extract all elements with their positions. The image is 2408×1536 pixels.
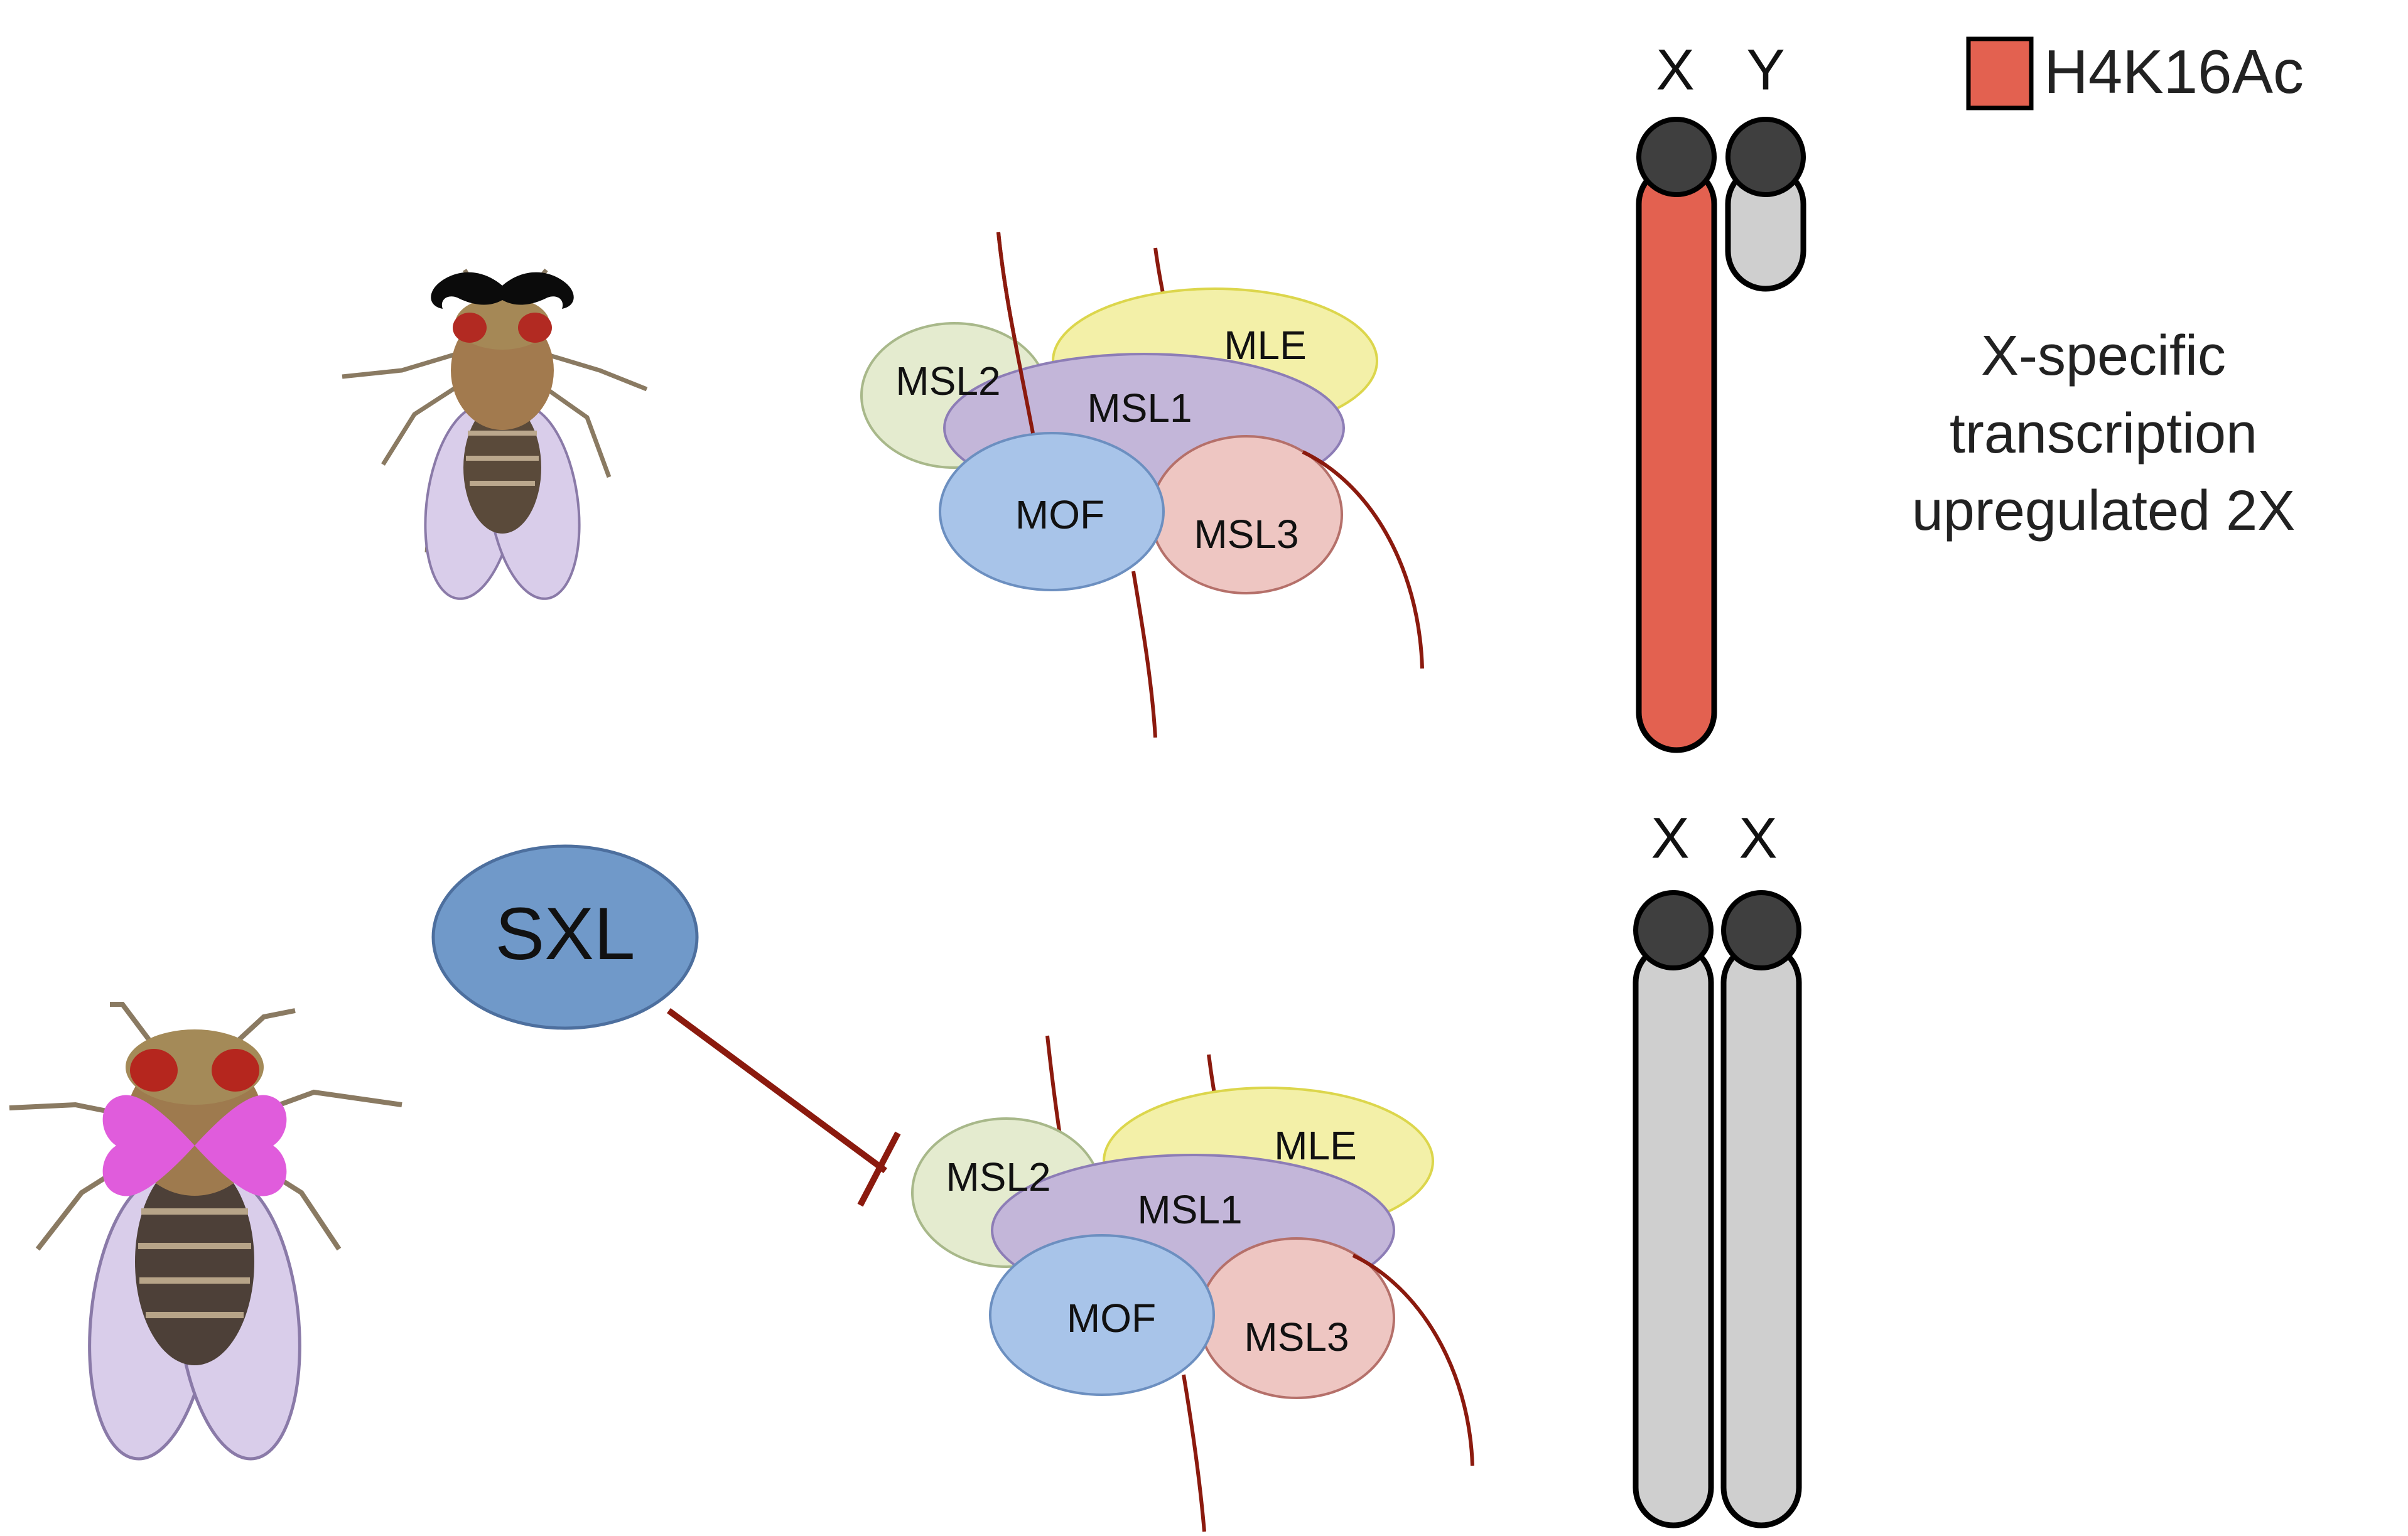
male-mle-label: MLE [1224,323,1307,368]
male-msl1-label: MSL1 [1087,385,1192,431]
female-fly-illustration [9,1002,402,1461]
male-msl2-label: MSL2 [895,358,1000,404]
heart-icon-left [102,1095,195,1196]
female-x-chromosome-label-2: X [1739,806,1777,870]
male-x-centromere [1636,117,1717,197]
male-fly-illustration [342,268,648,600]
male-mof-label: MOF [1015,492,1104,537]
male-fly-abdomen-stripes [466,431,539,486]
inhibition-bar [857,1131,901,1207]
caption-line-1: X-specific [1981,325,2226,387]
female-mof-label: MOF [1067,1296,1156,1341]
female-mle-label: MLE [1274,1123,1357,1168]
male-msl3-label: MSL3 [1194,512,1298,557]
male-x-chromosome-label: X [1656,38,1694,102]
male-msl-complex: MSL2 MLE MSL1 MOF MSL3 [860,232,1424,738]
male-rna-strand-right [1302,450,1424,669]
female-mof-subunit [989,1234,1215,1396]
female-msl-complex: MSL2 MLE MSL1 MOF MSL3 [911,1035,1474,1532]
sxl-repressor: SXL [431,844,901,1207]
female-msl2-label: MSL2 [946,1154,1050,1200]
male-chromosomes: X Y [1636,38,1806,753]
female-chromosomes: X X [1633,806,1802,1528]
female-x-centromere-2 [1721,890,1801,970]
caption: X-specific transcription upregulated 2X [1912,325,2296,542]
female-fly-eye-right [212,1049,259,1092]
female-msl1-label: MSL1 [1137,1187,1242,1232]
female-x-chromosome-arm-1 [1633,942,1714,1528]
inhibition-line [667,1007,887,1174]
male-x-chromosome-arm [1636,163,1717,753]
male-fly-eye-right [518,313,552,343]
caption-line-3: upregulated 2X [1912,480,2296,542]
female-x-chromosome-label-1: X [1651,806,1689,870]
male-y-centromere [1725,117,1806,197]
sxl-label: SXL [495,893,635,975]
male-mof-subunit [939,432,1165,591]
female-msl3-label: MSL3 [1244,1314,1349,1360]
legend-label: H4K16Ac [2044,37,2304,106]
male-y-chromosome-label: Y [1746,38,1784,102]
male-rna-strand-upper-left [996,232,1035,434]
mustache-icon [431,272,574,309]
female-rna-strand-lower [1182,1374,1206,1532]
legend-swatch [1966,36,2034,110]
male-rna-strand-lower [1131,571,1157,738]
sxl-protein [431,844,699,1030]
female-x-chromosome-arm-2 [1720,942,1802,1528]
legend: H4K16Ac [1966,36,2304,110]
male-fly-eye-left [453,313,487,343]
female-rna-strand-right [1352,1254,1474,1466]
female-fly-abdomen-stripes [138,1208,251,1318]
female-x-centromere-1 [1633,890,1714,970]
caption-line-2: transcription [1950,402,2257,465]
heart-icon-right [195,1095,287,1196]
female-fly-eye-left [130,1049,178,1092]
